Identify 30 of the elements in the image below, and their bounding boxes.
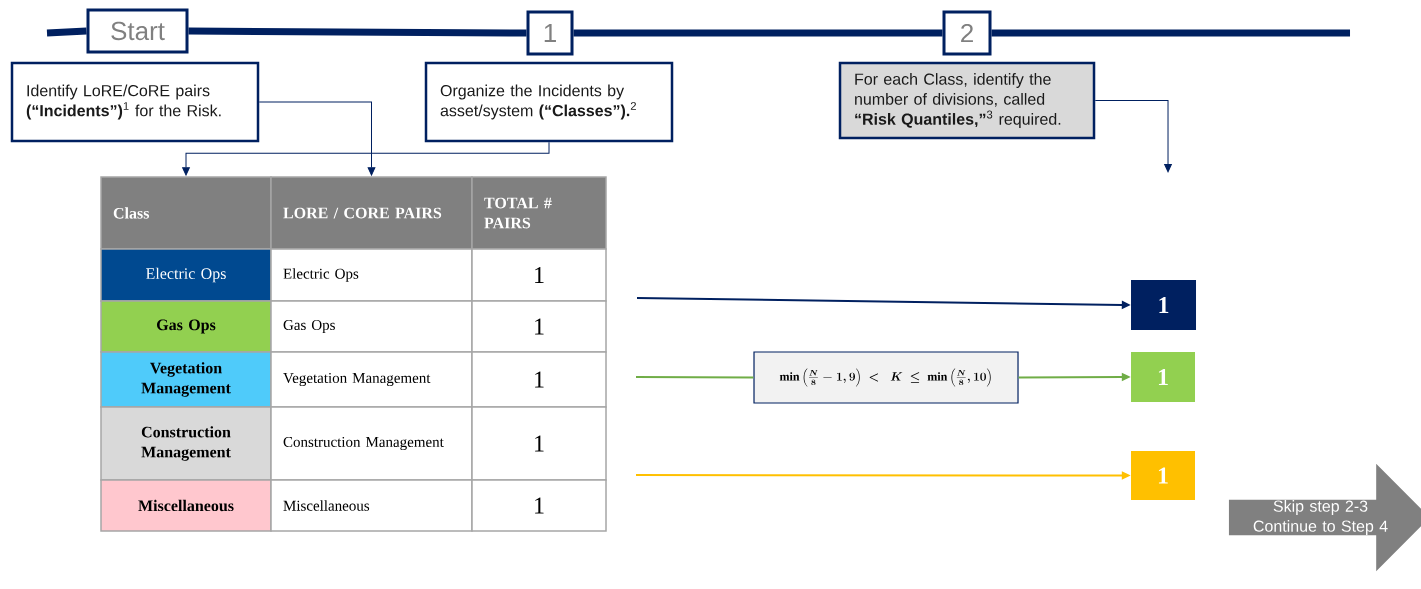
table-cell: 1 bbox=[471, 479, 607, 532]
table-cell: Gas Ops bbox=[100, 300, 272, 353]
table-header-cell: LORE / CORE PAIRS bbox=[270, 176, 473, 250]
table-cell: 1 bbox=[471, 300, 607, 353]
arrow bbox=[182, 141, 550, 176]
result-box: 1 bbox=[1131, 451, 1195, 500]
table-cell: 1 bbox=[471, 248, 607, 302]
connector-line bbox=[635, 376, 755, 379]
table-cell: Construction Management bbox=[100, 406, 272, 481]
formula-box: $\min\left(\frac{N}{8}-1,9\right)<\ K\leq\min\left(\frac{N}{8},10\right)$ bbox=[753, 351, 1019, 404]
table-cell: Miscellaneous bbox=[270, 479, 473, 532]
result-box: 1 bbox=[1131, 352, 1195, 402]
instruction-box: Identify LoRE/CoRE pairs (“Incidents”)$^{1}$ for the Risk. bbox=[10, 61, 260, 143]
table-cell: Miscellaneous bbox=[100, 479, 272, 532]
instruction-box: Organize the Incidents by asset/system (“Classes”).$^{2}$ bbox=[424, 61, 674, 143]
arrow bbox=[258, 101, 376, 176]
table-cell: 1 bbox=[471, 351, 607, 408]
table-header-cell: TOTAL # PAIRS bbox=[471, 176, 607, 250]
instruction-box: For each Class, identify the number of divisions, called “Risk Quantiles,”$^{3}$ required. bbox=[838, 61, 1096, 140]
table-cell: Electric Ops bbox=[270, 248, 473, 302]
table-cell: Vegetation Management bbox=[100, 351, 272, 408]
table-cell: 1 bbox=[471, 406, 607, 481]
result-box: 1 bbox=[1131, 280, 1196, 330]
table-cell: Construction Management bbox=[270, 406, 473, 481]
arrow bbox=[1094, 100, 1172, 173]
table-header-cell: Class bbox=[100, 176, 272, 250]
table-cell: Gas Ops bbox=[270, 300, 473, 353]
table-cell: Vegetation Management bbox=[270, 351, 473, 408]
table-cell: Electric Ops bbox=[100, 248, 272, 302]
timeline-bar bbox=[46, 27, 87, 37]
